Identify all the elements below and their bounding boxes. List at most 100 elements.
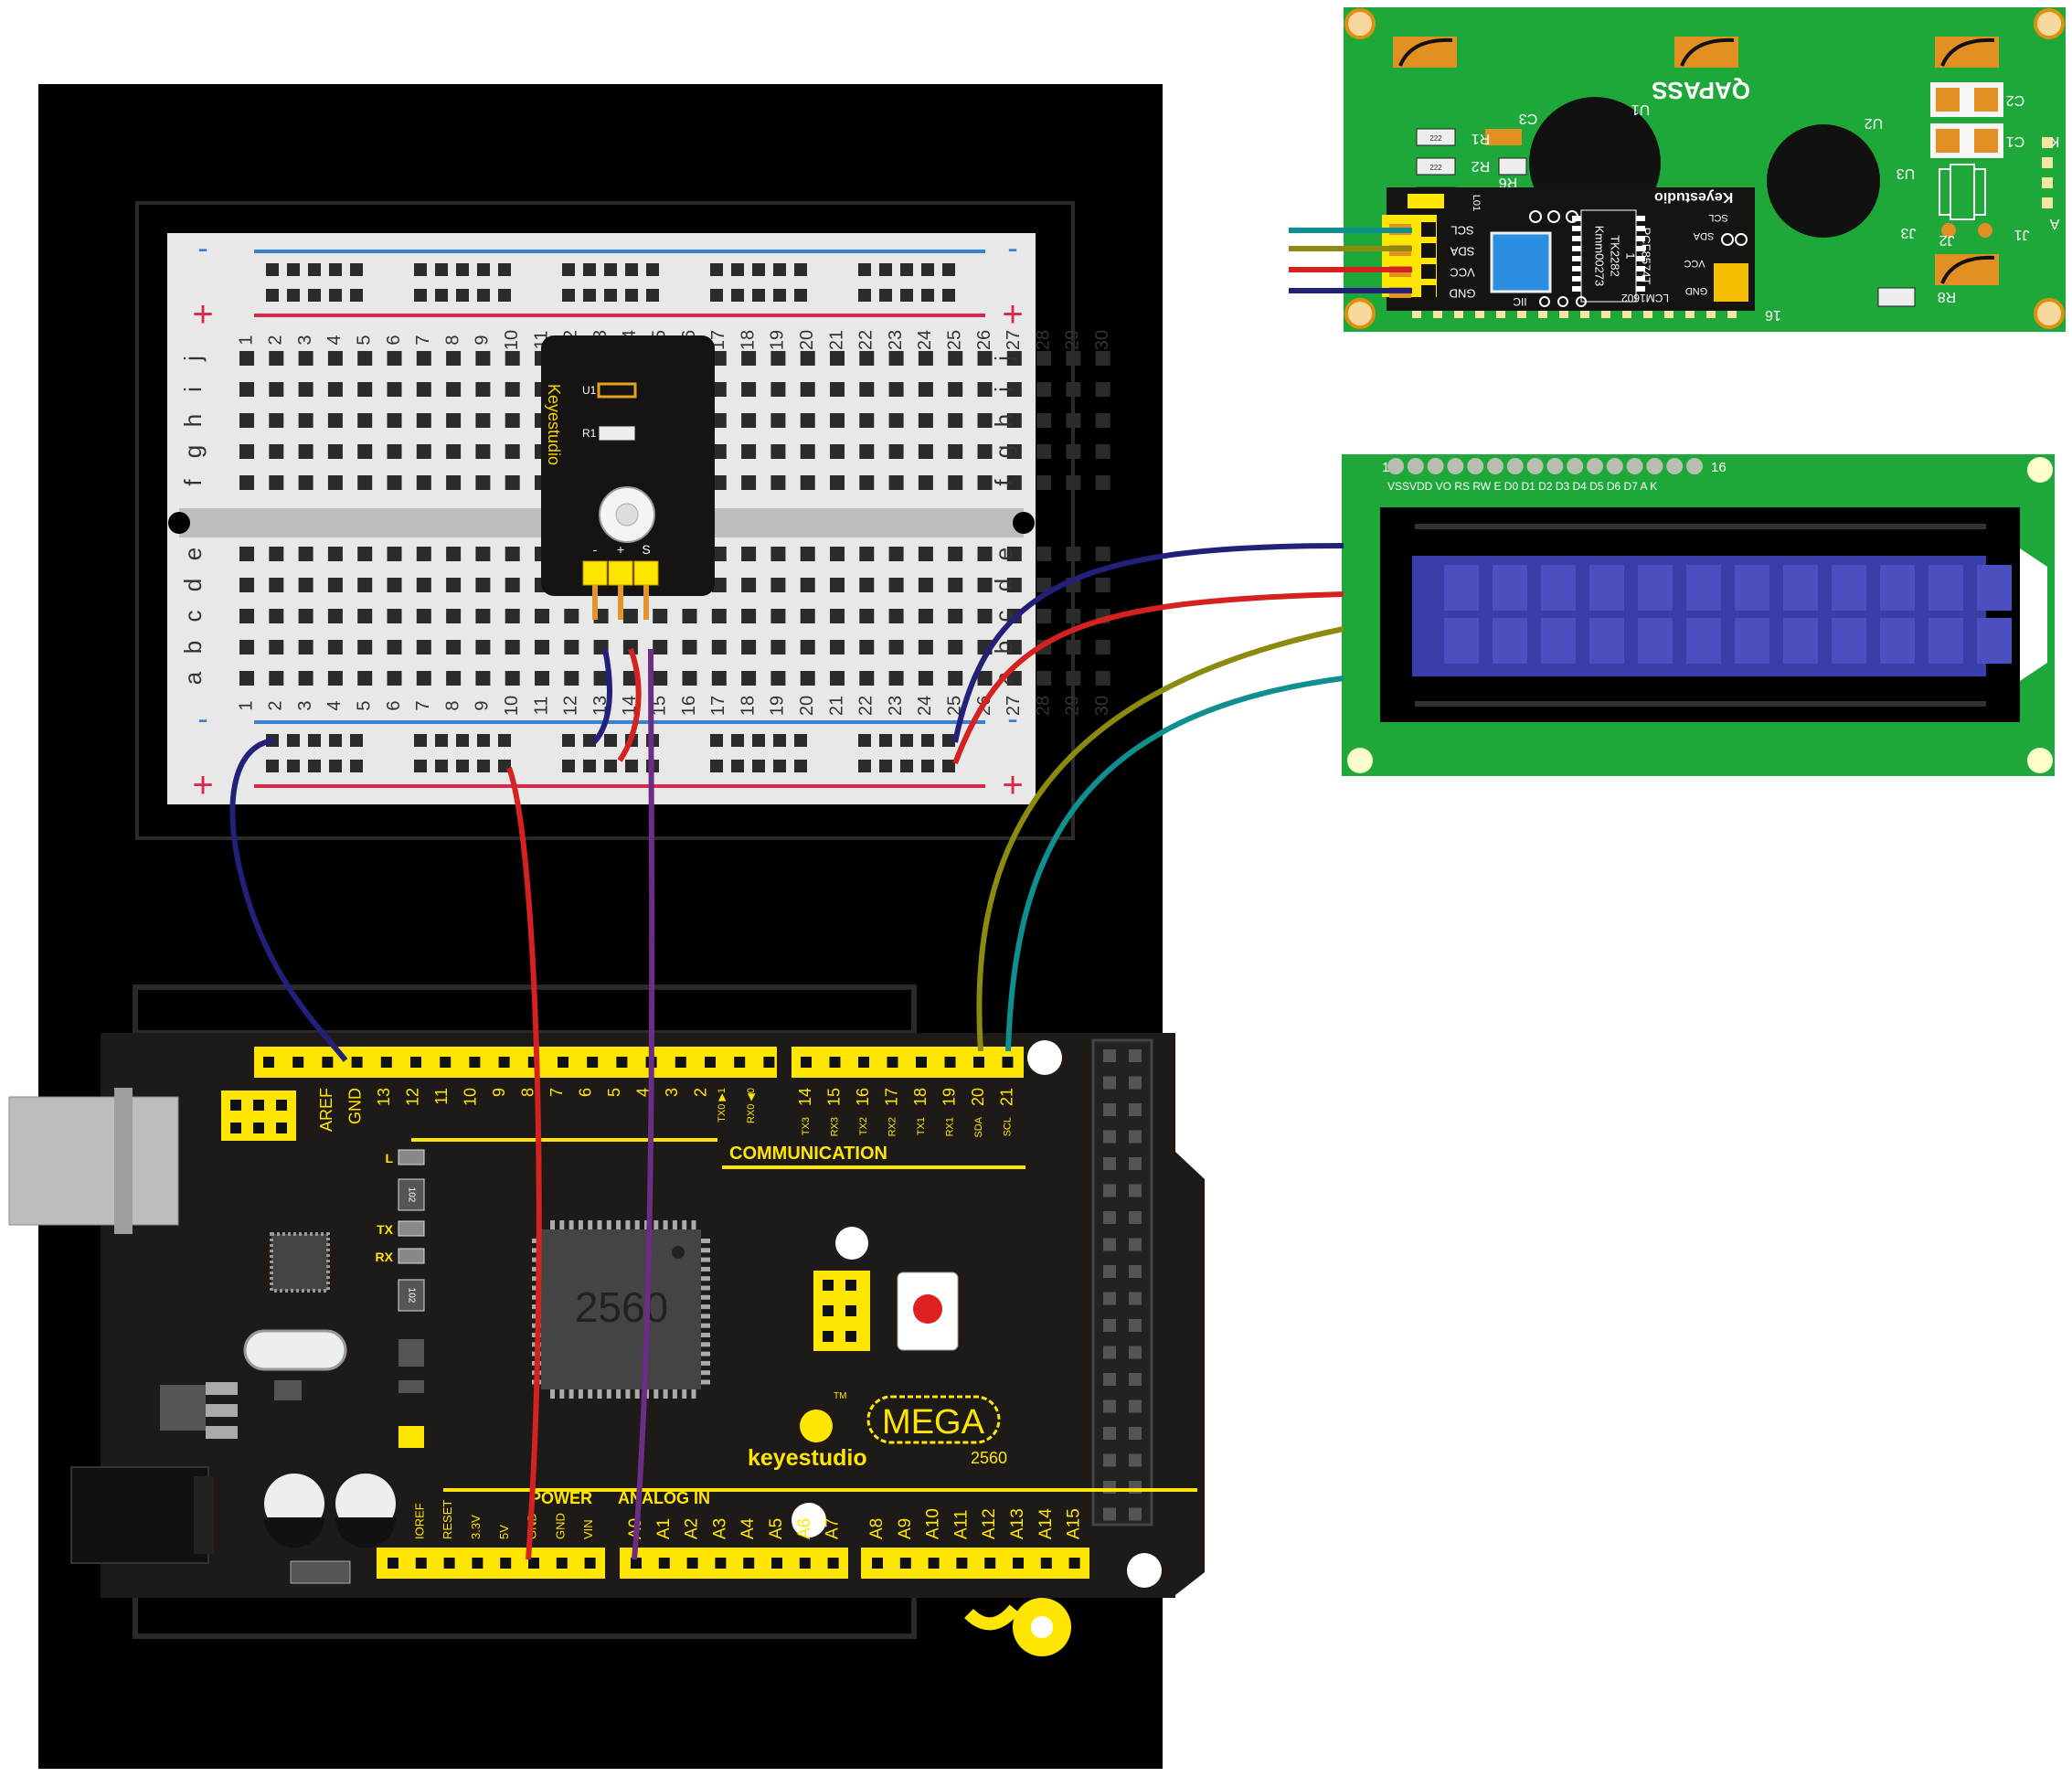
rail-line-red: [254, 784, 985, 788]
lcd-connector-pad: [1496, 311, 1505, 318]
breadboard-hole: [269, 475, 284, 490]
breadboard-hole: [1036, 351, 1052, 366]
via: [1539, 296, 1550, 307]
i2c-module: [1387, 187, 1755, 311]
column-number: 13: [590, 696, 611, 716]
pin-label: A5: [767, 1518, 786, 1539]
breadboard-hole: [741, 671, 757, 686]
breadboard-hole: [741, 609, 757, 623]
lcd-connector-pad: [1454, 311, 1463, 318]
rail-hole: [646, 289, 659, 302]
reset-button[interactable]: [913, 1294, 942, 1324]
pin-label: 19: [940, 1088, 958, 1106]
breadboard-hole: [564, 609, 579, 623]
rail-hole: [752, 734, 765, 747]
breadboard-hole: [239, 640, 254, 654]
lcd-char-cell: [1783, 618, 1818, 664]
breadboard-hole: [1066, 444, 1081, 459]
column-number: 7: [413, 700, 433, 710]
usb-connector: [8, 1096, 179, 1226]
keyestudio-logo: keyestudio TM MEGA 2560: [748, 1391, 1007, 1471]
lcd-pin: [1686, 458, 1703, 474]
breadboard-hole: [888, 547, 904, 561]
chip-marking: 1: [1624, 252, 1638, 259]
sensor-pin-label: S: [642, 542, 650, 557]
header-pin: [928, 1558, 940, 1569]
column-number: 19: [768, 696, 788, 716]
breadboard-hole: [918, 640, 933, 654]
breadboard-hole: [475, 671, 491, 686]
breadboard-hole: [298, 413, 313, 428]
breadboard-hole: [859, 671, 875, 686]
breadboard-hole: [564, 640, 579, 654]
smd-resistor: [398, 1279, 425, 1312]
row-letter: a: [179, 671, 207, 685]
breadboard-hole: [298, 671, 313, 686]
rail-hole: [308, 289, 321, 302]
row-letter: f: [990, 479, 1017, 486]
lcd-char-cell: [1977, 565, 2012, 611]
breadboard-hole: [770, 475, 786, 490]
pin-label: 4: [633, 1088, 652, 1097]
contrast-potentiometer: [1490, 231, 1552, 293]
i2c-pin: [1421, 264, 1436, 279]
silk-label: R2: [1472, 158, 1491, 174]
rail-hole: [562, 263, 575, 276]
breadboard-hole: [711, 382, 727, 397]
breadboard-hole: [327, 609, 343, 623]
rail-hole: [858, 760, 871, 772]
header-pin: [1103, 1265, 1116, 1278]
column-number: 3: [295, 335, 315, 345]
rail-hole: [921, 734, 934, 747]
pin-sublabel: RX2: [887, 1117, 898, 1136]
breadboard-hole: [505, 382, 520, 397]
column-number: 21: [826, 330, 846, 350]
rail-hole: [731, 289, 744, 302]
breadboard-hole: [1006, 413, 1022, 428]
chip-label: 2560: [575, 1283, 668, 1331]
column-number: 21: [826, 696, 846, 716]
rail-hole: [752, 760, 765, 772]
lcd-backpack-board: 222222222 QAPASS C3R1R2R6U1U2U3C1C2J3J2J…: [1344, 7, 2066, 332]
sensor-r1-component: [598, 425, 636, 442]
i2c-pin: [1421, 243, 1436, 258]
rail-hole: [456, 760, 469, 772]
column-number: 4: [324, 700, 345, 710]
pin-label: 5V: [497, 1525, 511, 1539]
rail-hole: [752, 289, 765, 302]
icsp-pin: [845, 1305, 856, 1316]
wire-lcd-gnd: [952, 543, 1344, 743]
breadboard-hole: [977, 444, 993, 459]
rail-plus: +: [192, 294, 213, 335]
breadboard-hole: [505, 609, 520, 623]
breadboard-hole: [535, 640, 549, 654]
rail-hole: [604, 734, 617, 747]
gear-icon: [964, 1598, 1071, 1656]
breadboard-hole: [535, 609, 549, 623]
breadboard-hole: [1006, 671, 1022, 686]
column-number: 6: [384, 700, 404, 710]
pin-label: A15: [1065, 1508, 1084, 1539]
breadboard-hole: [269, 382, 284, 397]
breadboard-hole: [977, 547, 993, 561]
silk-label: U1: [1631, 101, 1651, 117]
rail-hole: [604, 263, 617, 276]
breadboard-hole: [357, 671, 373, 686]
rail-hole: [287, 289, 300, 302]
lcd-connector-pad: [1517, 311, 1526, 318]
row-letter: f: [179, 479, 207, 486]
breadboard-hole: [298, 609, 313, 623]
header-pin: [1103, 1427, 1116, 1440]
lcd-pin: [1526, 458, 1544, 474]
lcd-connector-pad: [1664, 311, 1674, 318]
breadboard-hole: [416, 547, 431, 561]
breadboard-hole: [859, 444, 875, 459]
rail-hole: [900, 289, 913, 302]
breadboard-hole: [682, 640, 697, 654]
lcd-char-cell: [1686, 618, 1721, 664]
breadboard-hole: [1066, 671, 1081, 686]
header-pin: [1129, 1507, 1142, 1521]
silk-label: C1: [2006, 133, 2025, 149]
breadboard-hole: [770, 547, 786, 561]
silk-label: K: [2049, 133, 2059, 149]
